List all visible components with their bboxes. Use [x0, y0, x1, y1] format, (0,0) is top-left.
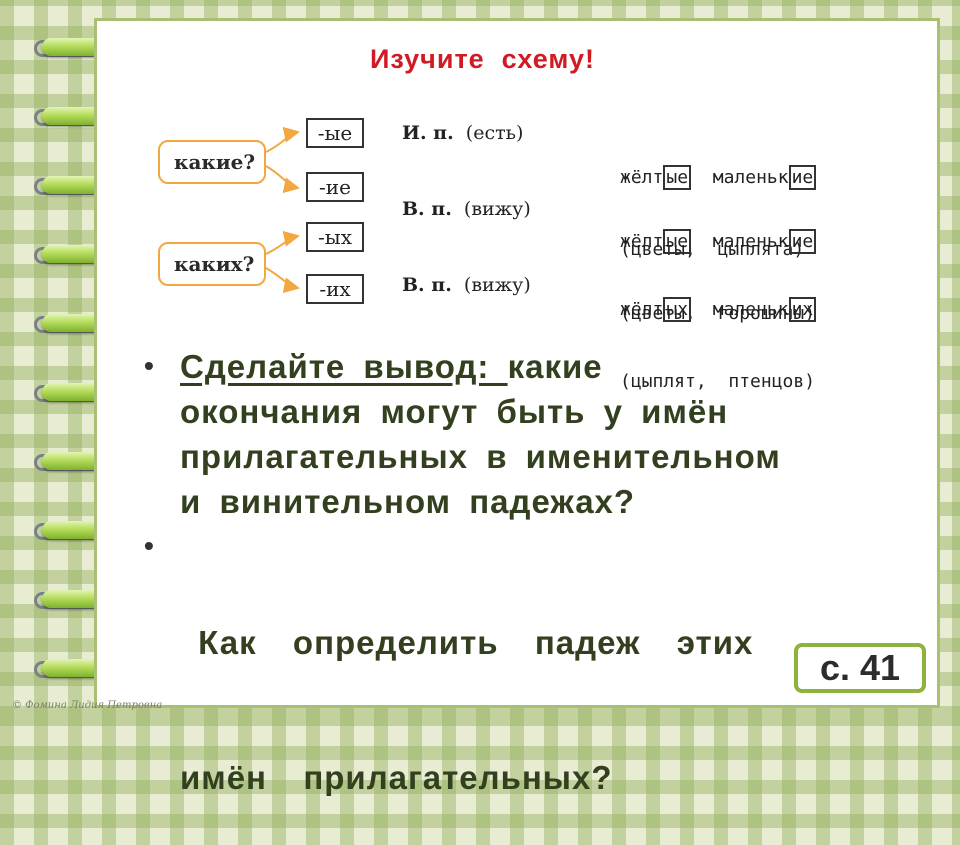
ending-ye: -ые [306, 118, 364, 148]
scheme-arrows [265, 126, 300, 294]
question-kakikh: каких? [158, 242, 266, 286]
case-row-3: В. п. (вижу) [402, 274, 531, 296]
arrow-to-ikh [265, 267, 300, 294]
case-abbr: И. п. [402, 122, 454, 144]
slide-title: Изучите схему! [370, 44, 595, 74]
question-1-line-4: и винительном падежах? [180, 483, 636, 520]
case-note: (вижу) [463, 274, 531, 296]
ending-box: ые [663, 229, 692, 254]
case-note: (есть) [465, 122, 524, 144]
arrow-to-ykh [265, 230, 300, 255]
case-scheme: какие? каких? -ые -ие -ых -их И. п. (ест… [148, 104, 888, 392]
arrow-to-ie [265, 165, 300, 194]
example-nouns: (цветы, горошины) [620, 303, 816, 324]
ending-box: ие [788, 165, 817, 190]
conclusion-label: Сделайте вывод: [180, 348, 508, 385]
case-row-2: В. п. (вижу) [402, 198, 531, 220]
question-kakie: какие? [158, 140, 266, 184]
question-1: Сделайте вывод: какие окончания могут бы… [180, 344, 940, 524]
bullet-dot-1: • [144, 350, 154, 381]
ending-box: ых [663, 297, 692, 322]
example-nouns: (цветы, цыплята) [620, 239, 805, 260]
ending-ykh: -ых [306, 222, 364, 252]
ending-box: ые [663, 165, 692, 190]
notebook-page [94, 18, 940, 708]
question-2-line-1: Как определить падеж этих [180, 624, 754, 661]
arrow-to-ye [265, 126, 300, 153]
ending-ie: -ие [306, 172, 364, 202]
question-1-line-1: Сделайте вывод: какие [180, 348, 603, 385]
case-abbr: В. п. [402, 198, 452, 220]
ending-ikh: -их [306, 274, 364, 304]
question-1-line-3: прилагательных в именительном [180, 438, 781, 475]
case-row-1: И. п. (есть) [402, 122, 523, 144]
case-note: (вижу) [463, 198, 531, 220]
page-reference-badge: с. 41 [794, 643, 926, 693]
question-2-line-2: имён прилагательных? [180, 759, 613, 796]
case-abbr: В. п. [402, 274, 452, 296]
ending-box: их [788, 297, 817, 322]
author-signature: © Фомина Лидия Петровна [12, 700, 163, 711]
bullet-dot-2: • [144, 530, 154, 561]
ending-box: ие [788, 229, 817, 254]
question-1-line-2: окончания могут быть у имён [180, 393, 729, 430]
example-nouns: (цыплят, птенцов) [620, 371, 816, 392]
